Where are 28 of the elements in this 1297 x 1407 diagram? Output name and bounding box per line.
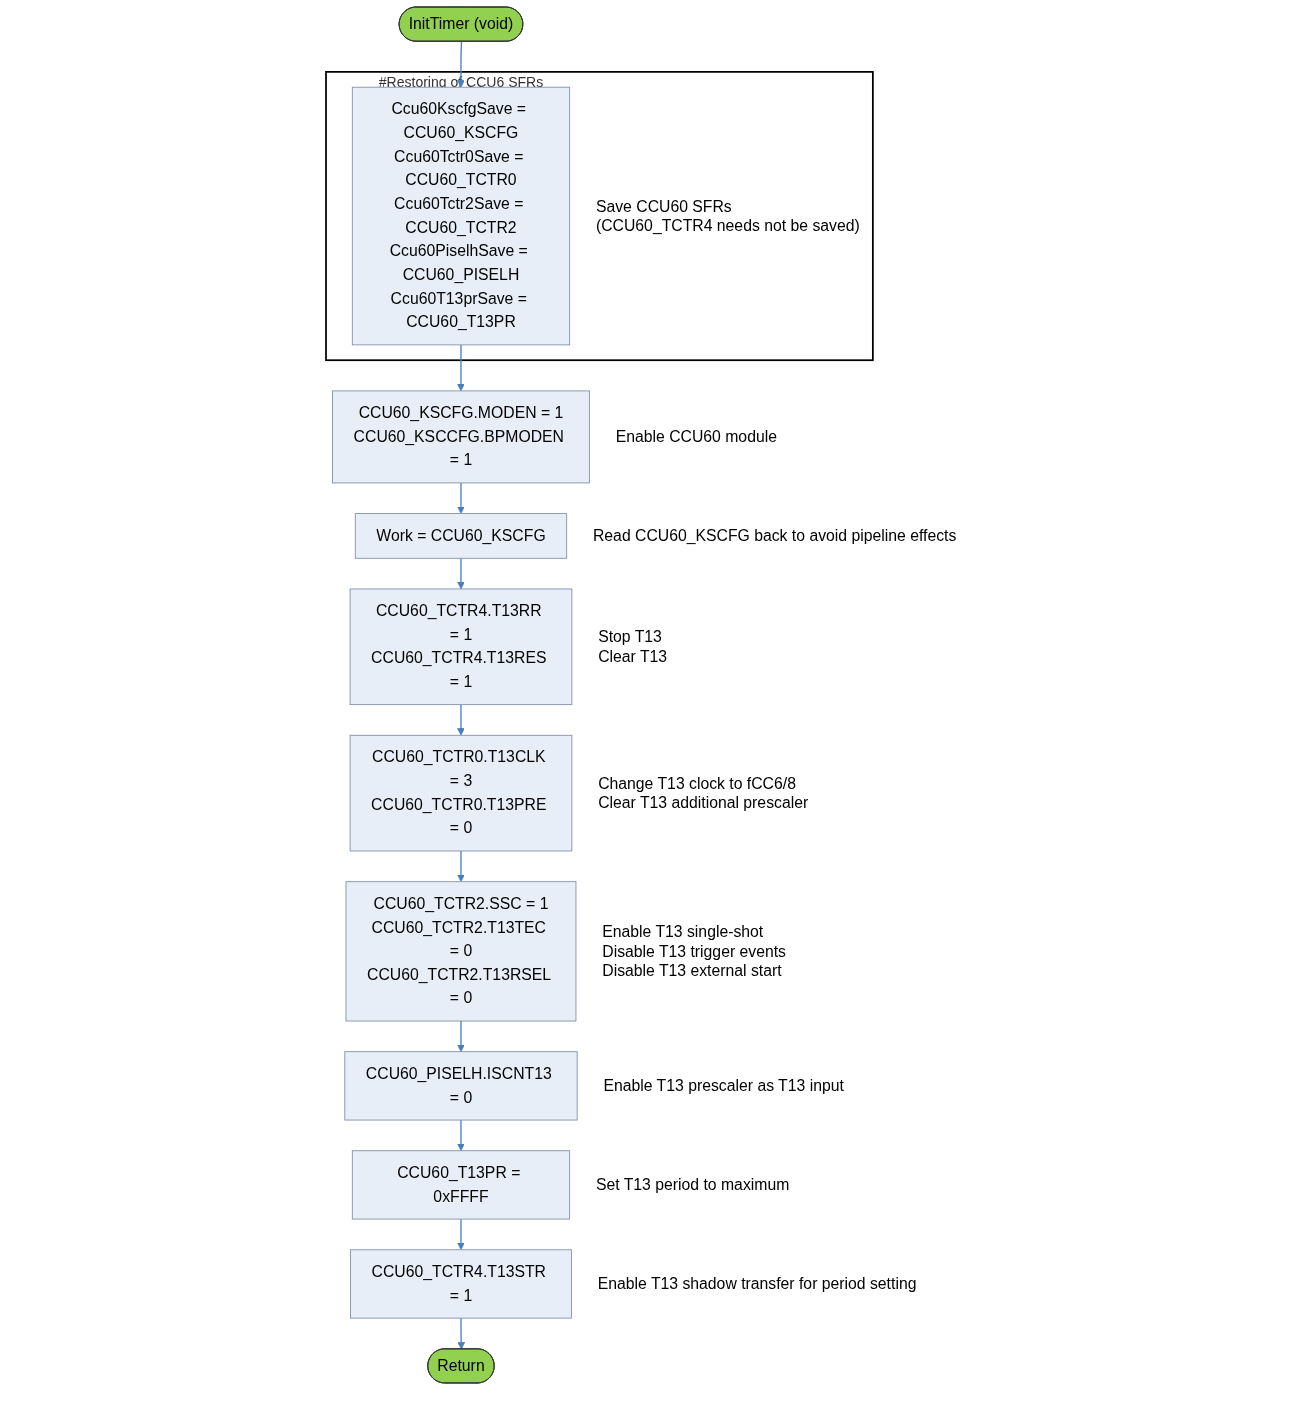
note-text: Stop T13 Clear T13: [597, 628, 667, 665]
node-box: CCU60_PISELH.ISCNT13 = 0: [344, 1051, 578, 1121]
note-text: Enable T13 prescaler as T13 input: [603, 1077, 844, 1095]
arrow: [456, 1218, 465, 1251]
node-box: Ccu60KscfgSave = CCU60_KSCFG Ccu60Tctr0Save = CCU60_TCTR0 Ccu60Tctr2Save = CCU60_TCTR2 Ccu60PiselhSave = CCU60_PISELH Ccu60T13prSave = CCU60_T13PR: [351, 86, 570, 346]
node-box: CCU60_TCTR4.T13STR = 1: [349, 1249, 572, 1319]
note-text: Change T13 clock to fCC6/8 Clear T13 additional prescaler: [597, 774, 808, 812]
arrow: [457, 1317, 465, 1350]
note-text: Set T13 period to maximum: [595, 1176, 790, 1194]
arrow: [456, 1020, 465, 1053]
arrow: [456, 704, 465, 736]
node-box: Work = CCU60_KSCFG: [354, 513, 567, 559]
arrow: [456, 344, 465, 392]
node-box: CCU60_KSCFG.MODEN = 1 CCU60_KSCCFG.BPMODEN = 1: [331, 390, 590, 484]
arrow: [456, 850, 465, 882]
node-box: CCU60_TCTR2.SSC = 1 CCU60_TCTR2.T13TEC = 0 CCU60_TCTR2.T13RSEL = 0: [345, 881, 577, 1022]
node-box: CCU60_T13PR = 0xFFFF: [351, 1150, 570, 1220]
arrow: [456, 482, 465, 514]
arrow: [456, 557, 465, 590]
arrow: [456, 1119, 465, 1152]
node-box: CCU60_TCTR4.T13RR = 1 CCU60_TCTR4.T13RES = 1: [349, 588, 573, 706]
note-text: Enable T13 shadow transfer for period setting: [597, 1275, 917, 1293]
node-box: CCU60_TCTR0.T13CLK = 3 CCU60_TCTR0.T13PRE = 0: [349, 734, 573, 852]
note-text: Enable T13 single-shot Disable T13 trigger events Disable T13 external start: [602, 923, 786, 979]
note-text: Enable CCU60 module: [615, 428, 777, 446]
note-text: Save CCU60 SFRs (CCU60_TCTR4 needs not be saved): [595, 197, 860, 234]
arrow: [456, 41, 465, 88]
note-text: Read CCU60_KSCFG back to avoid pipeline effects: [592, 527, 957, 545]
